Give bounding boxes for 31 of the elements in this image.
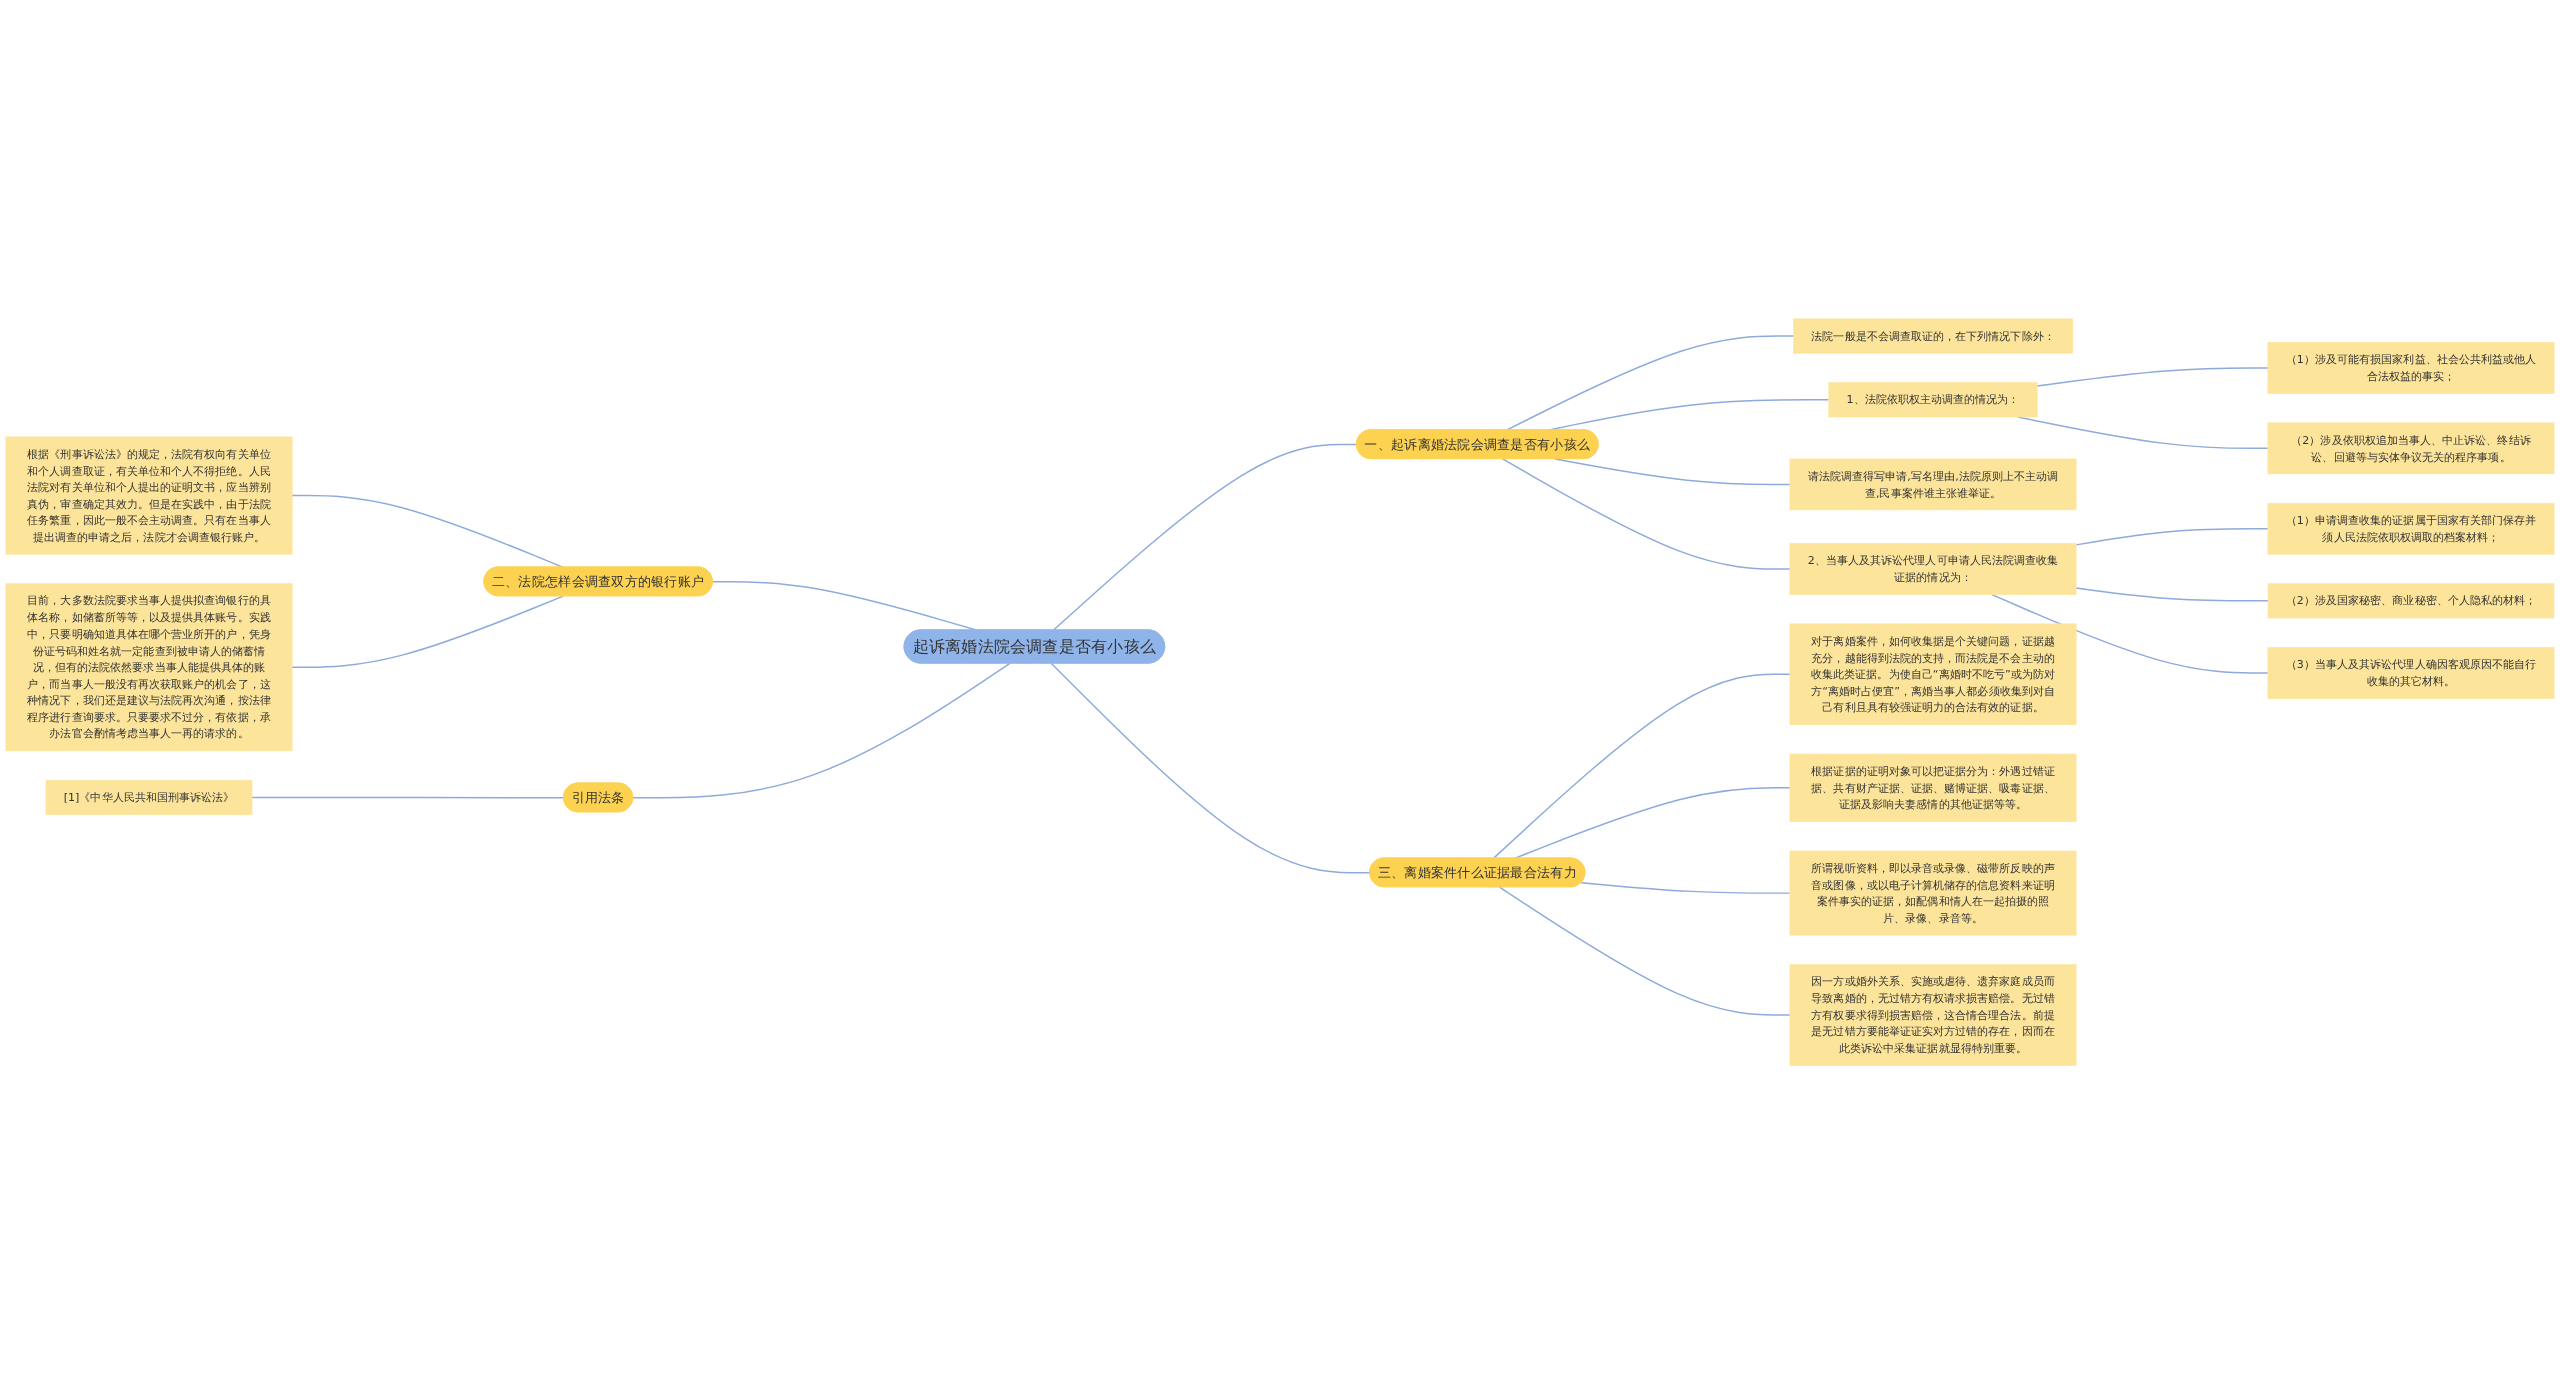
node-box: 法院一般是不会调查取证的，在下列情况下除外： [1793, 318, 2073, 354]
node-box: 2、当事人及其诉讼代理人可申请人民法院调查收集证据的情况为： [1789, 543, 2077, 596]
node-box: 根据《刑事诉讼法》的规定，法院有权向有关单位和个人调查取证，有关单位和个人不得拒绝。人民法院对有关单位和个人提出的证明文书，应当辨别真伪，审查确定其效力。但是在实践中，由于法院任务繁重，因此一般不会主动调查。只有在当事人提出调查的申请之后，法院才会调查银行账户。 [5, 436, 293, 555]
node-box: 请法院调查得写申请,写名理由,法院原则上不主动调查,民事案件谁主张谁举证。 [1789, 458, 2077, 511]
node-box: 所谓视听资料，即以录音或录像、磁带所反映的声音或图像，或以电子计算机储存的信息资料来证明案件事实的证据，如配偶和情人在一起拍摄的照片、录像、录音等。 [1789, 851, 2077, 936]
node-box: 因一方或婚外关系、实施或虐待、遗弃家庭成员而导致离婚的，无过错方有权请求损害赔偿。无过错方有权要求得到损害赔偿，这合情合理合法。前提是无过错方要能举证证实对方过错的存在，因而在此类诉讼中采集证据就显得特别重要。 [1789, 964, 2077, 1067]
connector [1052, 444, 1358, 632]
connector [2036, 367, 2269, 388]
node-box: 目前，大多数法院要求当事人提供拟查询银行的具体名称，如储蓄所等等，以及提供具体账号。实践中，只要明确知道具体在哪个营业所开的户，凭身份证号码和姓名就一定能查到被申请人的储蓄情况，但有的法院依然要求当事人能提供具体的账户，而当事人一般没有再次获取账户的机会了，这种情况下，我们还是建议与法院再次沟通，按法律程序进行查询要求。只要要求不过分，有依据，承办法官会酌情考虑当事人一再的请求的。 [5, 583, 293, 752]
node-box: （1）涉及可能有损国家利益、社会公共利益或他人合法权益的事实； [2267, 342, 2555, 395]
node-box: （2）涉及依职权追加当事人、中止诉讼、终结诉讼、回避等与实体争议无关的程序事项。 [2267, 422, 2555, 475]
connector [1505, 335, 1795, 432]
connector [632, 663, 1011, 799]
node-box: 根据证据的证明对象可以把证据分为：外遇过错证据、共有财产证据、证据、赌博证据、吸毒证据、证据及影响夫妻感情的其他证据等等。 [1789, 754, 2077, 823]
connector [1492, 673, 1791, 860]
node-box: [1]《中华人民共和国刑事诉讼法》 [45, 780, 253, 816]
connector [2075, 528, 2269, 546]
node-box: （1）申请调查收集的证据属于国家有关部门保存并须人民法院依职权调取的档案材料； [2267, 503, 2555, 555]
connector [251, 797, 565, 799]
connector [1501, 458, 1791, 571]
connector [2075, 587, 2269, 602]
connector [291, 495, 564, 569]
connector [1050, 663, 1371, 874]
node-box: （2）涉及国家秘密、商业秘密、个人隐私的材料； [2267, 583, 2555, 619]
connector [1990, 594, 2269, 675]
node-box: 对于离婚案件，如何收集据是个关键问题，证据越充分，越能得到法院的支持，而法院是不会主动的收集此类证据。为使自己“离婚时不吃亏”或为防对方“离婚时占便宜”，离婚当事人都必须收集到对自己有利且具有较强证明力的合法有效的证据。 [1789, 623, 2077, 726]
connector [1554, 458, 1791, 486]
connector [1580, 882, 1791, 895]
node-box: 1、法院依职权主动调查的情况为： [1828, 382, 2038, 418]
node-box: （3）当事人及其诉讼代理人确因客观原因不能自行收集的其它材料。 [2267, 647, 2555, 700]
connector [1498, 886, 1791, 1017]
